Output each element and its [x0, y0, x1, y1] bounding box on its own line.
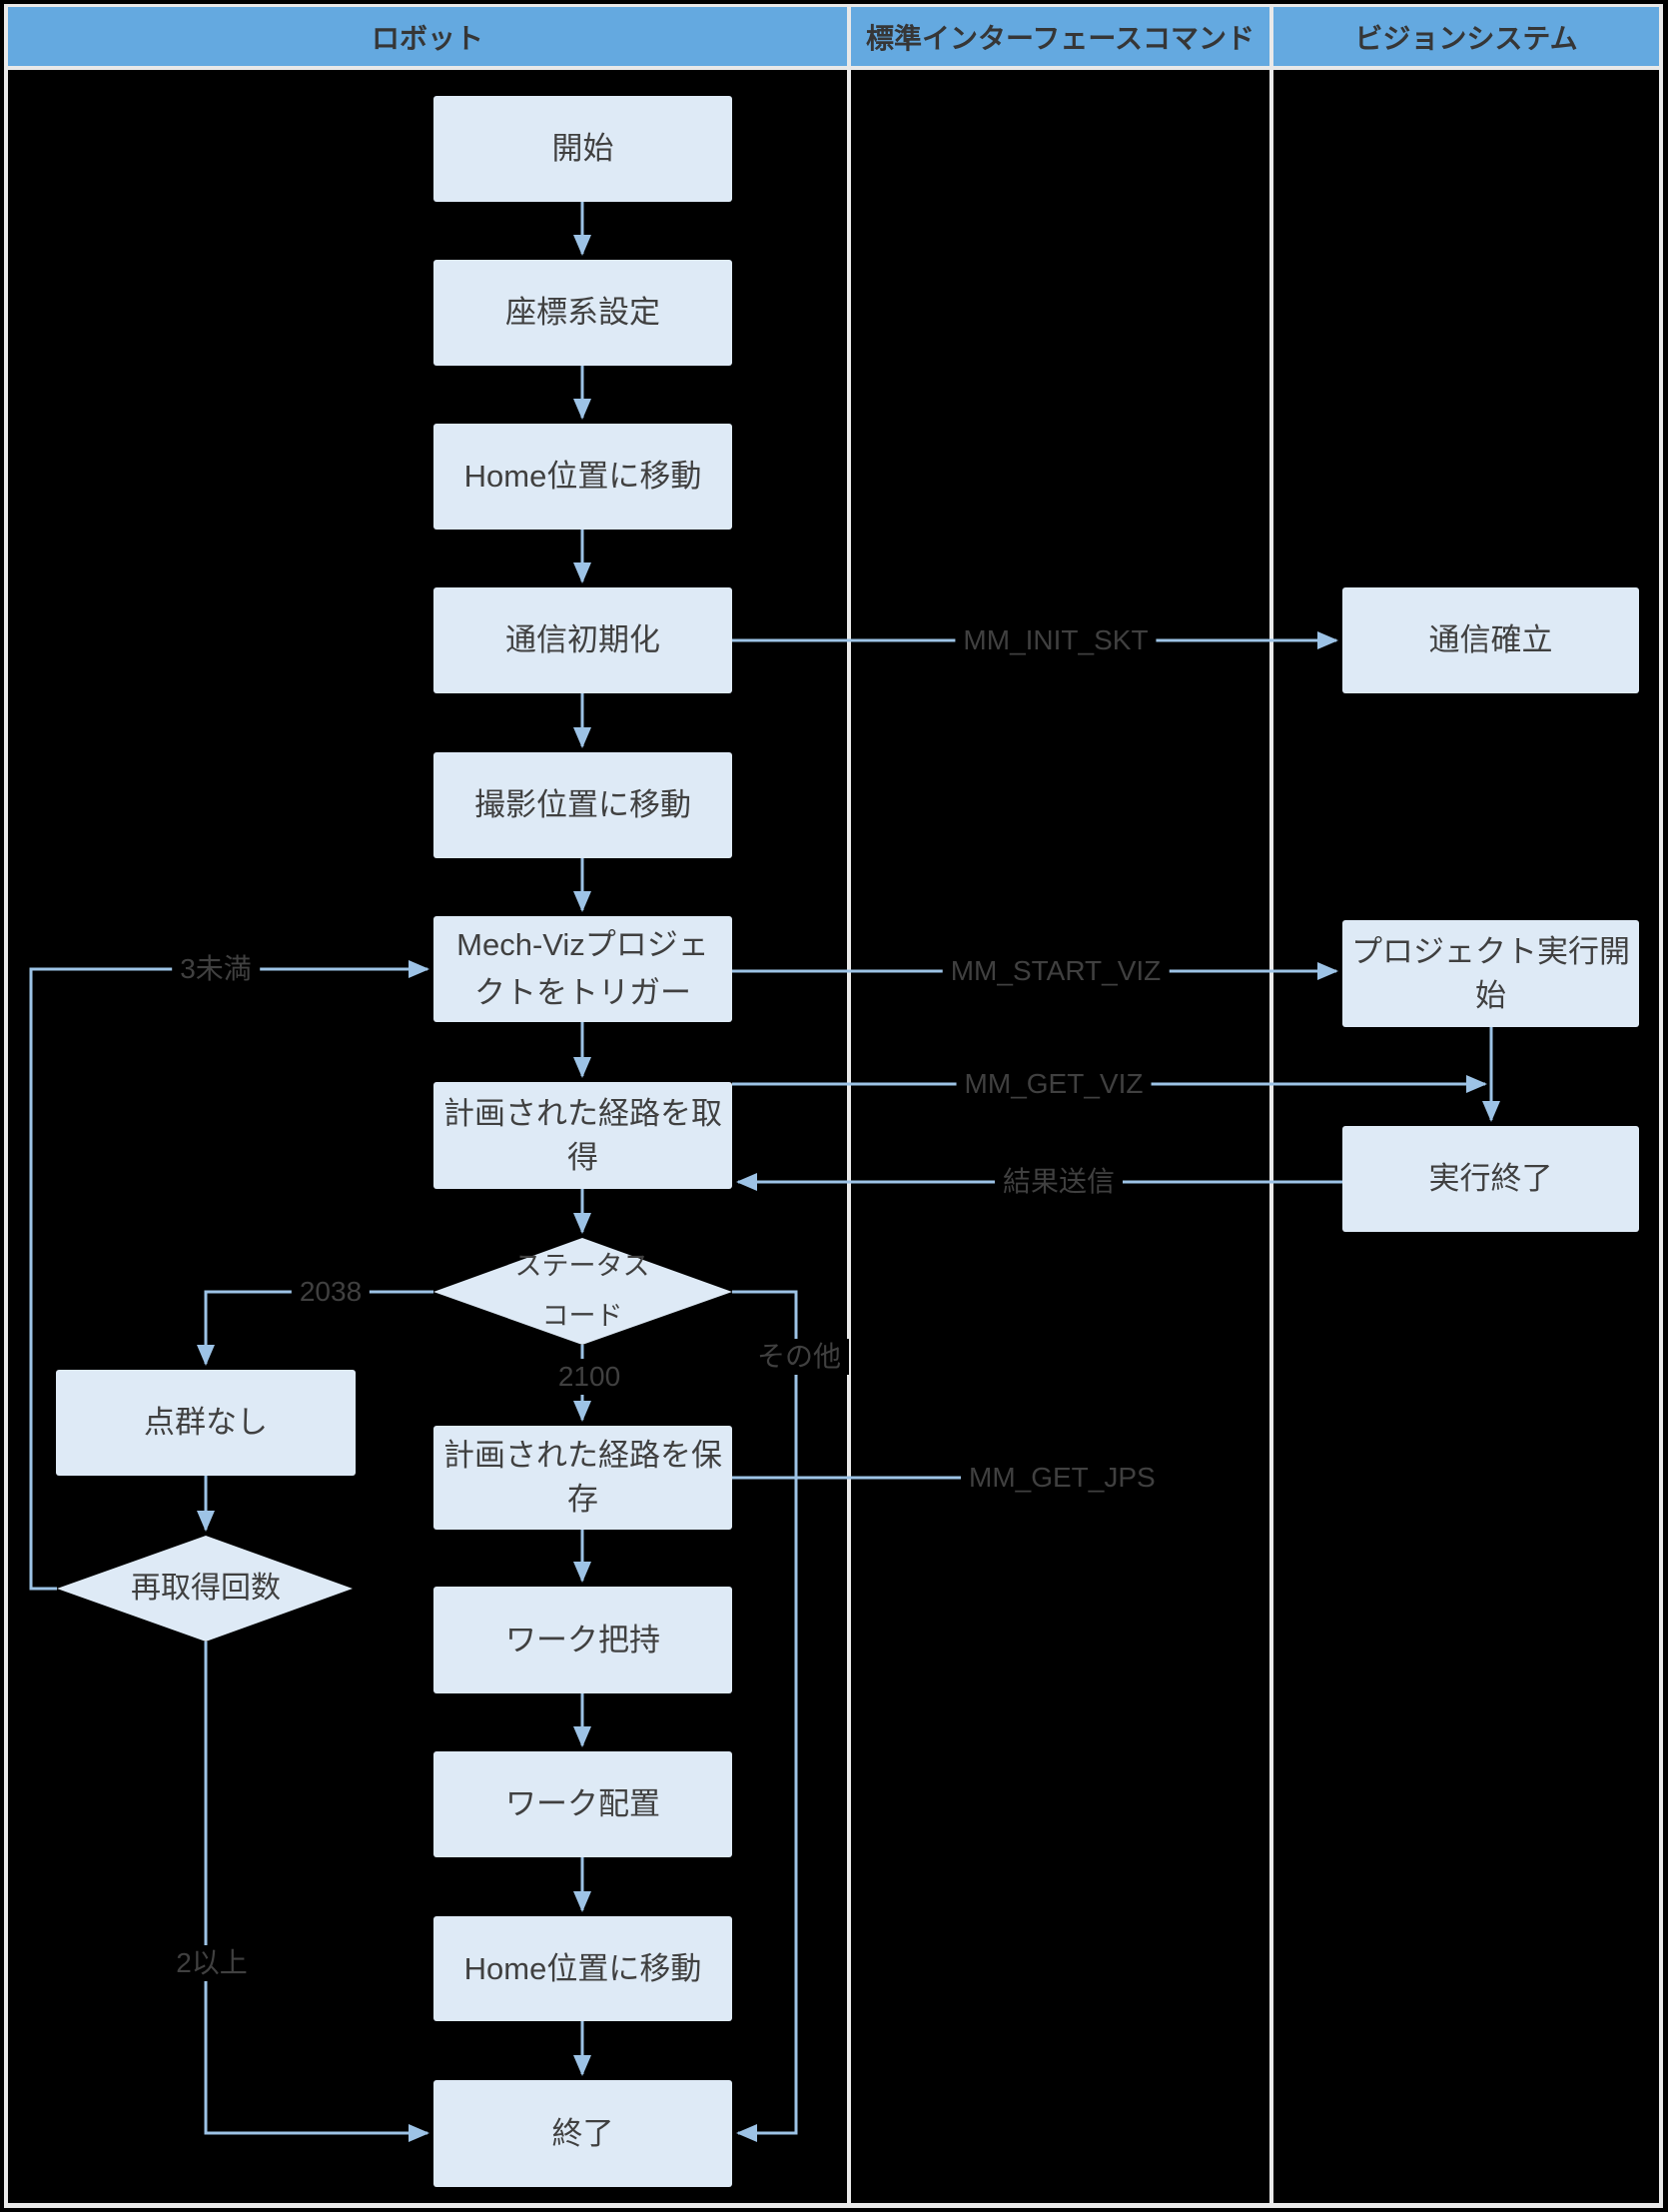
lane-header-robot-label: ロボット	[371, 22, 483, 54]
mm-init-skt-text: MM_INIT_SKT	[963, 624, 1149, 655]
edge-label-2038: 2038	[291, 1274, 371, 1310]
edge-label-mm-start-viz: MM_START_VIZ	[942, 953, 1170, 989]
lane-header-robot: ロボット	[8, 7, 847, 66]
border-top	[4, 4, 1663, 7]
mm-get-jps-text: MM_GET_JPS	[969, 1462, 1156, 1493]
edge-label-other: その他	[748, 1339, 850, 1375]
diamonds	[57, 1238, 732, 1642]
node-grip-work: ワーク把持	[433, 1587, 732, 1693]
node-exec-end-label: 実行終了	[1428, 1161, 1553, 1196]
status-code-line1: ステータス	[514, 1251, 650, 1281]
border-bottom	[4, 2203, 1663, 2208]
node-comm-established-label: 通信確立	[1428, 622, 1553, 657]
node-comm-init: 通信初期化	[433, 587, 732, 693]
less-than-3-text: 3未満	[180, 953, 252, 984]
node-get-path-label: 計画された経路を取得	[443, 1095, 722, 1175]
node-no-point-cloud-label: 点群なし	[144, 1405, 268, 1440]
lane-divider-1	[847, 7, 851, 2203]
edge-label-2100: 2100	[549, 1359, 629, 1395]
node-home-move-2-label: Home位置に移動	[463, 1950, 702, 1986]
code-2100-text: 2100	[557, 1361, 621, 1392]
node-capture-move-label: 撮影位置に移動	[474, 787, 691, 822]
node-retry-count-text: 再取得回数	[131, 1564, 281, 1614]
edge-status-end-other	[732, 1290, 798, 2142]
node-trigger-viz: Mech-Vizプロジェクトをトリガー	[433, 916, 732, 1022]
edge-label-mm-get-viz: MM_GET_VIZ	[956, 1066, 1152, 1102]
edge-label-mm-init-skt: MM_INIT_SKT	[955, 622, 1157, 658]
node-save-path: 計画された経路を保存	[433, 1426, 732, 1530]
node-trigger-viz-label: Mech-Vizプロジェクトをトリガー	[456, 927, 709, 1010]
lane-divider-2	[1269, 7, 1273, 2203]
node-project-start: プロジェクト実行開始	[1342, 920, 1639, 1027]
node-home-move-2: Home位置に移動	[433, 1916, 732, 2021]
result-send-text: 結果送信	[1002, 1166, 1116, 1197]
node-coord-setting-label: 座標系設定	[505, 295, 660, 330]
edge-label-less-than-3: 3未満	[172, 951, 260, 987]
retry-count-label: 再取得回数	[131, 1572, 281, 1605]
node-place-work-label: ワーク配置	[505, 1786, 660, 1821]
mm-get-viz-text: MM_GET_VIZ	[964, 1068, 1144, 1099]
node-coord-setting: 座標系設定	[433, 260, 732, 366]
node-end-label: 終了	[551, 2115, 614, 2151]
node-get-path: 計画された経路を取得	[433, 1082, 732, 1189]
border-right	[1659, 4, 1663, 2208]
edge-label-2-or-more: 2以上	[168, 1945, 256, 1981]
edge-label-mm-get-jps: MM_GET_JPS	[961, 1460, 1164, 1496]
border-left	[4, 4, 8, 2208]
status-code-line2: コード	[541, 1301, 623, 1331]
node-home-move-1-label: Home位置に移動	[463, 459, 702, 494]
node-place-work: ワーク配置	[433, 1751, 732, 1857]
node-exec-end: 実行終了	[1342, 1126, 1639, 1232]
lane-header-vision-system: ビジョンシステム	[1273, 7, 1659, 66]
edge-label-result-send: 結果送信	[994, 1164, 1124, 1200]
node-retry-count-diamond	[57, 1536, 353, 1642]
node-grip-work-label: ワーク把持	[505, 1622, 660, 1658]
lane-header-vision-system-label: ビジョンシステム	[1354, 22, 1578, 54]
node-no-point-cloud: 点群なし	[56, 1370, 356, 1476]
node-start: 開始	[433, 96, 732, 202]
node-comm-init-label: 通信初期化	[505, 622, 660, 657]
node-capture-move: 撮影位置に移動	[433, 752, 732, 858]
code-2038-text: 2038	[299, 1276, 363, 1307]
two-or-more-text: 2以上	[176, 1947, 248, 1978]
node-status-code-text: ステータス コード	[515, 1241, 650, 1341]
other-text: その他	[756, 1341, 842, 1372]
lane-header-interface-command: 標準インターフェースコマンド	[851, 7, 1269, 66]
node-end: 終了	[433, 2080, 732, 2187]
connectors	[29, 200, 1500, 2142]
node-comm-established: 通信確立	[1342, 587, 1639, 693]
lane-header-interface-command-label: 標準インターフェースコマンド	[866, 22, 1254, 54]
node-home-move-1: Home位置に移動	[433, 424, 732, 530]
header-divider	[4, 66, 1663, 70]
edge-retry-end	[204, 1642, 429, 2142]
mm-start-viz-text: MM_START_VIZ	[950, 955, 1162, 986]
node-project-start-label: プロジェクト実行開始	[1351, 933, 1630, 1013]
node-start-label: 開始	[551, 131, 614, 166]
node-save-path-label: 計画された経路を保存	[443, 1438, 722, 1517]
node-status-code-diamond	[433, 1238, 732, 1345]
